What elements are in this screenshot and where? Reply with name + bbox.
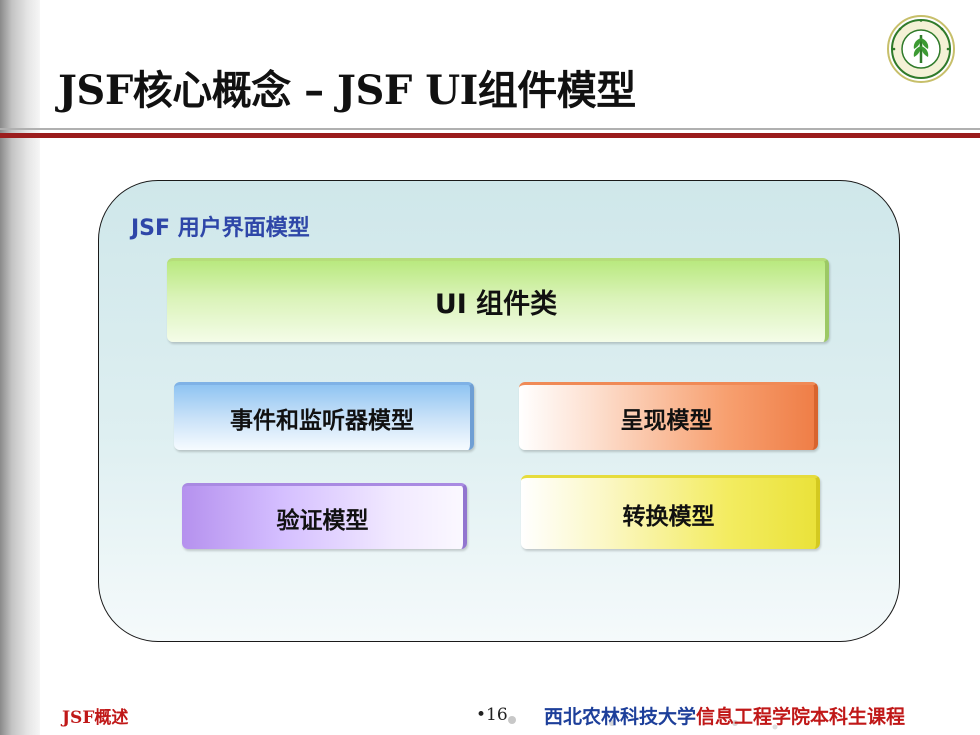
page-number: •16 [476, 705, 508, 725]
university-seal-icon [887, 15, 955, 83]
event-listener-model-label: 事件和监听器模型 [230, 407, 414, 434]
footer-university-name: 西北农林科技大学 [544, 706, 697, 728]
footer-university-course: 西北农林科技大学信息工程学院本科生课程 [544, 702, 905, 729]
validation-model-box: 验证模型 [182, 483, 467, 549]
conversion-model-label: 转换模型 [622, 503, 715, 530]
panel-title: JSF 用户界面模型 [131, 216, 310, 241]
ui-component-classes-box: UI 组件类 [167, 258, 829, 342]
validation-model-label: 验证模型 [276, 507, 369, 534]
ui-component-classes-label: UI 组件类 [434, 289, 558, 320]
event-listener-model-box: 事件和监听器模型 [174, 382, 474, 450]
render-model-box: 呈现模型 [519, 382, 818, 450]
render-model-label: 呈现模型 [620, 407, 713, 434]
conversion-model-box: 转换模型 [521, 475, 820, 549]
title-divider-thin [0, 128, 980, 130]
footer-section-label: JSF概述 [62, 708, 129, 728]
slide-title: JSF核心概念 – JSF UI组件模型 [58, 67, 636, 114]
left-decorative-bar [0, 0, 40, 735]
title-divider [0, 133, 980, 138]
footer-course-name: 信息工程学院本科生课程 [696, 706, 906, 728]
